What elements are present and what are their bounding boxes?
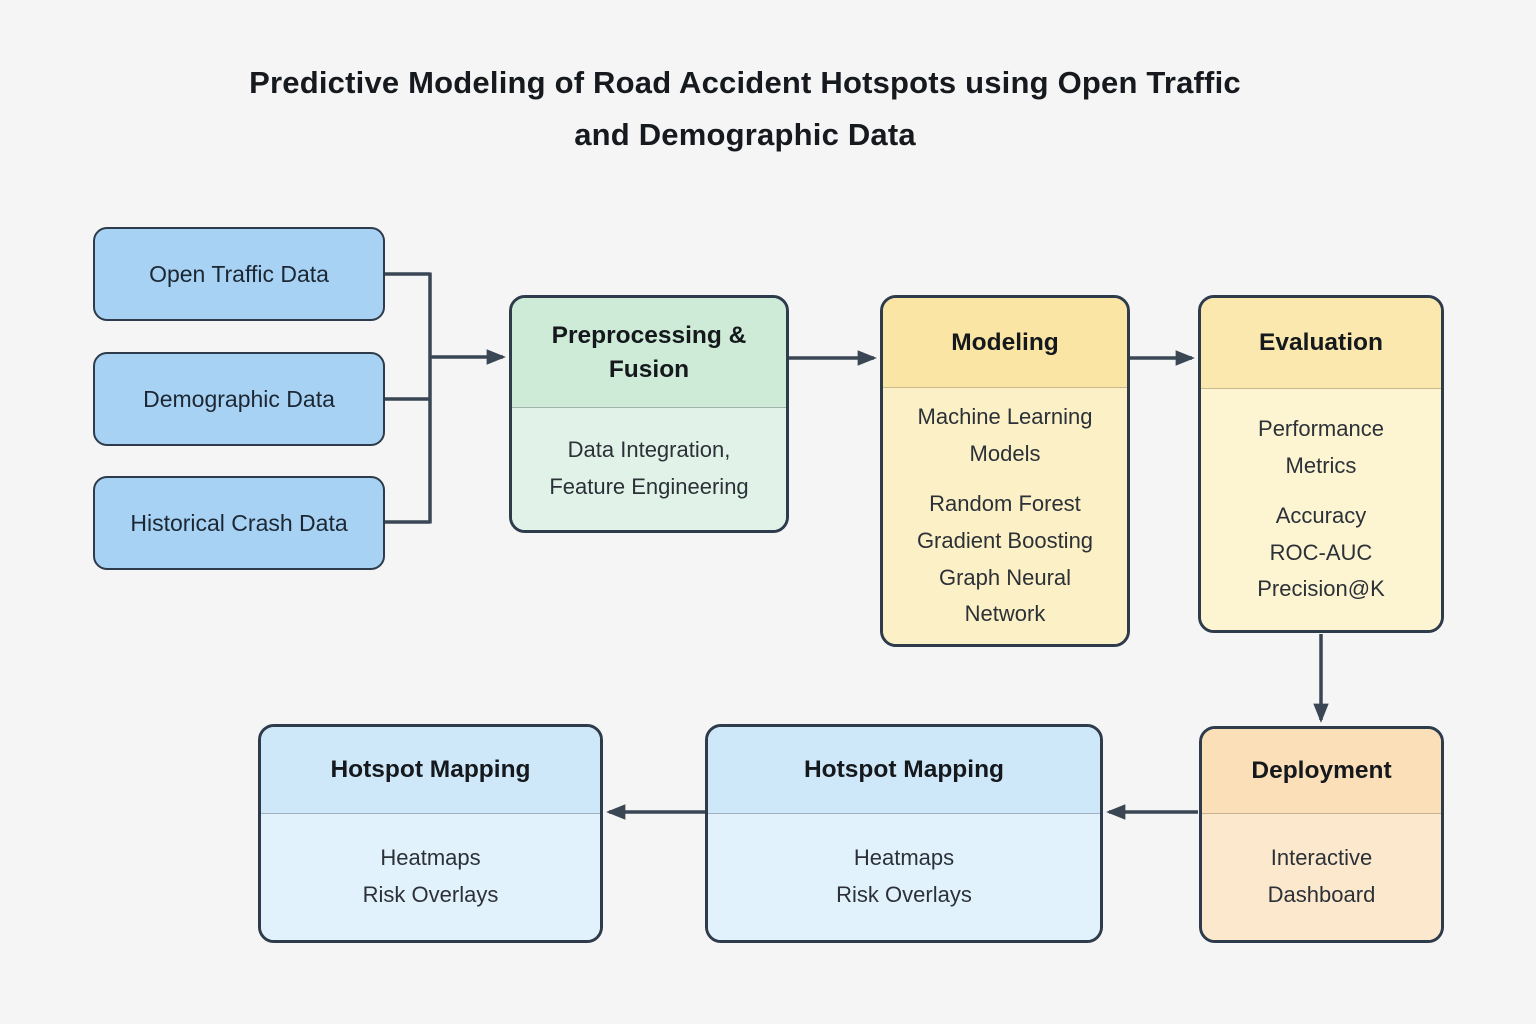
node-body-text: Machine Learning Models (917, 404, 1093, 466)
node-title: Hotspot Mapping (708, 727, 1100, 814)
node-title: Deployment (1202, 729, 1441, 814)
node-modeling: Modeling Machine Learning Models Random … (880, 295, 1130, 647)
source-node-label: Open Traffic Data (149, 260, 329, 287)
node-title: Preprocessing & Fusion (512, 298, 786, 408)
node-deployment: Deployment Interactive Dashboard (1199, 726, 1444, 943)
node-body: Heatmaps Risk Overlays (708, 814, 1100, 940)
node-preprocessing-fusion: Preprocessing & Fusion Data Integration,… (509, 295, 789, 533)
node-title: Modeling (883, 298, 1127, 388)
source-node-label: Demographic Data (143, 385, 335, 412)
node-body: Interactive Dashboard (1202, 814, 1441, 940)
node-body-text: Heatmaps Risk Overlays (836, 845, 972, 907)
node-evaluation: Evaluation Performance Metrics Accuracy … (1198, 295, 1444, 633)
diagram-title: Predictive Modeling of Road Accident Hot… (249, 65, 1241, 153)
node-body: Heatmaps Risk Overlays (261, 814, 600, 940)
node-body-text: Interactive Dashboard (1267, 845, 1376, 907)
node-body-text: Performance Metrics (1258, 416, 1384, 478)
node-title: Evaluation (1201, 298, 1441, 389)
source-node-label: Historical Crash Data (130, 509, 348, 536)
node-body: Performance Metrics Accuracy ROC-AUC Pre… (1201, 389, 1441, 630)
node-hotspot-mapping-left: Hotspot Mapping Heatmaps Risk Overlays (258, 724, 603, 943)
source-node-open-traffic-data: Open Traffic Data (93, 227, 385, 321)
node-body-text: Random Forest Gradient Boosting Graph Ne… (916, 491, 1094, 627)
node-body-text: Data Integration, Feature Engineering (549, 437, 749, 499)
node-body-text: Accuracy ROC-AUC Precision@K (1257, 503, 1385, 602)
source-node-historical-crash-data: Historical Crash Data (93, 476, 385, 570)
node-body: Machine Learning Models Random Forest Gr… (883, 388, 1127, 644)
node-body-text: Heatmaps Risk Overlays (362, 845, 499, 907)
node-title: Hotspot Mapping (261, 727, 600, 814)
node-hotspot-mapping-center: Hotspot Mapping Heatmaps Risk Overlays (705, 724, 1103, 943)
node-body: Data Integration, Feature Engineering (512, 408, 786, 530)
connector-sources-to-preprocessing (385, 272, 503, 524)
source-node-demographic-data: Demographic Data (93, 352, 385, 446)
